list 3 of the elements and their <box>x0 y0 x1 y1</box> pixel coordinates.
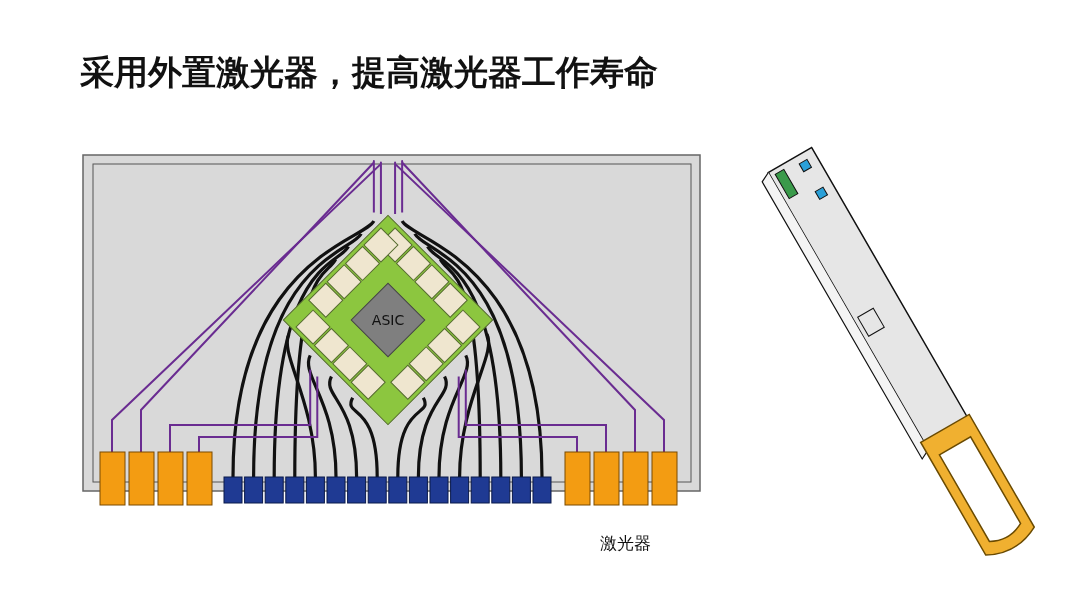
part-label: 激光器 <box>600 532 651 555</box>
chip-diamond: ASIC <box>350 282 426 358</box>
title: 采用外置激光器，提高激光器工作寿命 <box>80 51 658 94</box>
